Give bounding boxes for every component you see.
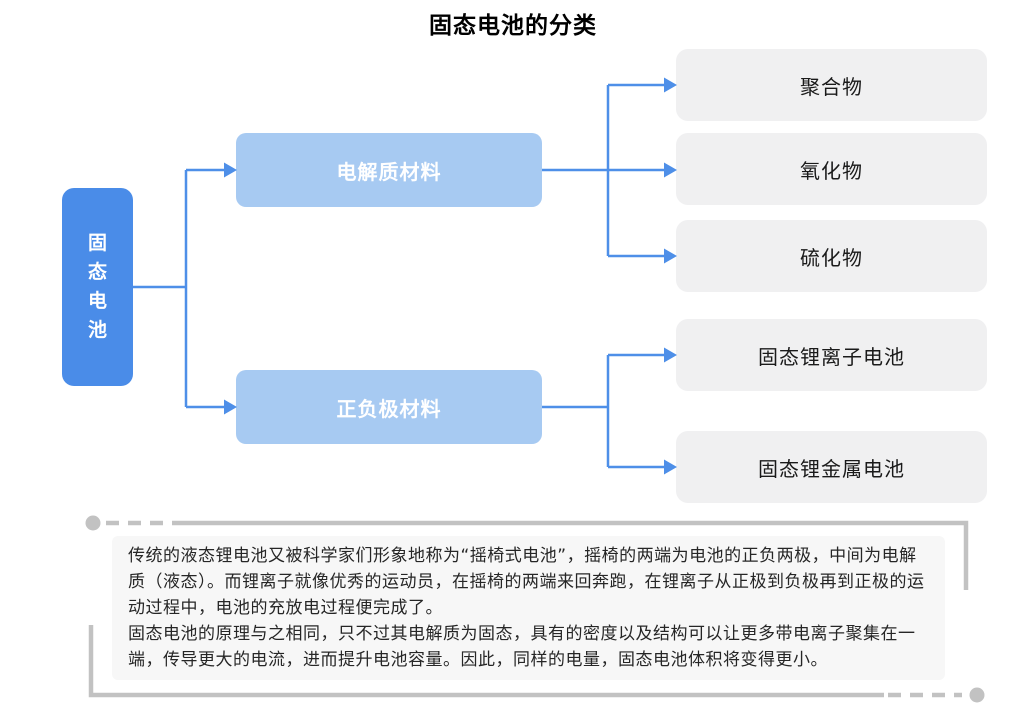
root-char: 态 (87, 261, 107, 283)
decor-dot-top-left (85, 515, 101, 531)
node-branch-electrode-material: 正负极材料 (236, 370, 542, 444)
node-leaf-solid-state-li-ion-battery: 固态锂离子电池 (676, 319, 987, 391)
connector-electrolyte-to-leaves (542, 77, 677, 264)
node-leaf-sulfide: 硫化物 (676, 220, 987, 292)
connector-root-to-branches (133, 162, 237, 415)
page-title: 固态电池的分类 (429, 13, 597, 39)
root-char: 固 (87, 232, 107, 254)
note-paragraph-liquid-battery: 传统的液态锂电池又被科学家们形象地称为“摇椅式电池”，摇椅的两端为电池的正负两极… (128, 546, 925, 618)
decor-dot-bottom-right (969, 687, 985, 703)
node-leaf-oxide: 氧化物 (676, 133, 987, 205)
node-branch-electrolyte-material: 电解质材料 (236, 133, 542, 207)
node-leaf-polymer: 聚合物 (676, 49, 987, 121)
connector-electrode-to-leaves (542, 347, 677, 475)
root-char: 电 (87, 290, 107, 312)
note-panel: 传统的液态锂电池又被科学家们形象地称为“摇椅式电池”，摇椅的两端为电池的正负两极… (112, 536, 945, 680)
node-leaf-solid-state-li-metal-battery: 固态锂金属电池 (676, 431, 987, 503)
node-root-solid-state-battery: 固 态 电 池 (62, 188, 133, 386)
note-paragraph-solid-battery: 固态电池的原理与之相同，只不过其电解质为固态，具有的密度以及结构可以让更多带电离… (128, 624, 916, 670)
root-char: 池 (87, 319, 107, 341)
